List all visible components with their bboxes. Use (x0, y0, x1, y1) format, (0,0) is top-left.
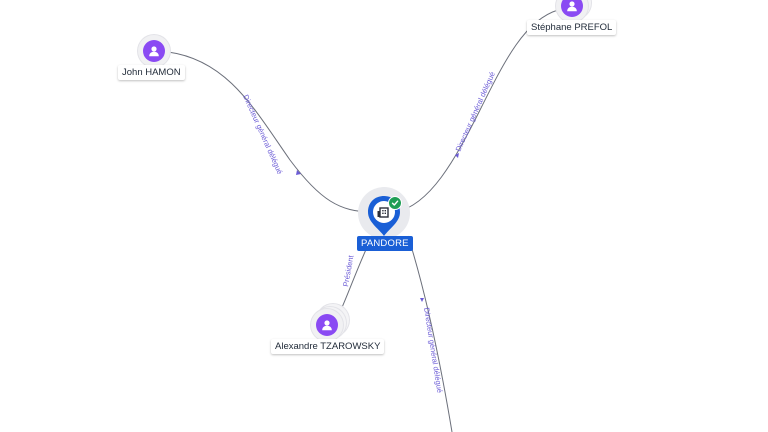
check-icon (388, 196, 402, 210)
edge-label-john-hamon: Directeur général délégué (241, 93, 284, 176)
arrow-icon (420, 298, 424, 302)
building-icon (377, 207, 389, 218)
edge-label-stephane-prefol: Directeur général délégué (454, 70, 497, 153)
edge-john-hamon (167, 51, 373, 213)
person-name: Alexandre TZAROWSKY (271, 339, 385, 354)
person-icon (316, 314, 338, 336)
person-name: John HAMON (118, 65, 185, 80)
company-name: PANDORE (357, 236, 413, 251)
person-icon (561, 0, 583, 17)
edge-offscreen (407, 235, 453, 432)
arrow-icon (296, 170, 301, 175)
person-icon (143, 40, 165, 62)
edge-label-offscreen: Directeur général délégué (422, 307, 444, 394)
person-name: Stéphane PREFOL (527, 20, 617, 35)
edge-label-alexandre-tzarowsky: Président (341, 254, 356, 288)
arrow-icon (455, 153, 459, 158)
